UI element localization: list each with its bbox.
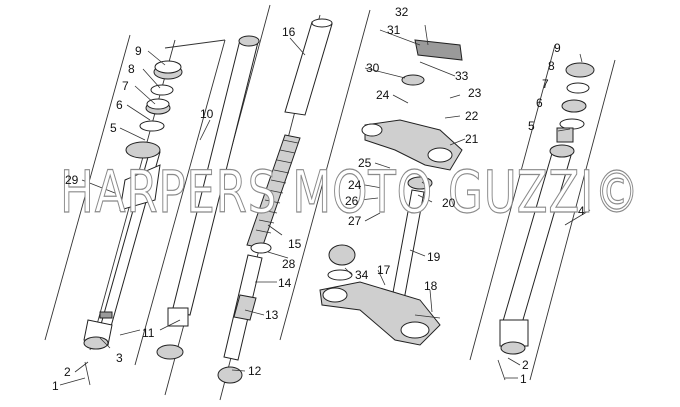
callout-21: 21 xyxy=(465,132,479,146)
callout-17: 17 xyxy=(377,263,391,277)
callout-29: 29 xyxy=(65,173,79,187)
callout-24-top: 24 xyxy=(376,88,390,102)
lower-triple-clamp xyxy=(319,281,441,346)
callout-6-right: 6 xyxy=(536,96,543,110)
callout-9-right: 9 xyxy=(554,41,561,55)
callout-25: 25 xyxy=(358,156,372,170)
callout-7-left: 7 xyxy=(122,79,129,93)
adjuster-cap xyxy=(327,244,356,281)
callout-3: 3 xyxy=(116,351,123,365)
callout-8-right: 8 xyxy=(548,59,555,73)
callout-20: 20 xyxy=(442,196,456,210)
callout-2-right: 2 xyxy=(522,358,529,372)
callout-5-right: 5 xyxy=(528,119,535,133)
callout-4: 4 xyxy=(578,204,585,218)
right-fork-leg xyxy=(499,144,575,355)
upper-triple-clamp xyxy=(361,119,463,171)
callout-32: 32 xyxy=(395,5,409,19)
right-seal-stack xyxy=(556,62,595,143)
callout-1-right: 1 xyxy=(520,372,527,386)
callout-1-left: 1 xyxy=(52,379,59,393)
callout-28: 28 xyxy=(282,257,296,271)
callout-34: 34 xyxy=(355,268,369,282)
leader-lines xyxy=(59,29,591,386)
damper-rod xyxy=(217,242,272,384)
callout-26: 26 xyxy=(345,194,359,208)
callout-33: 33 xyxy=(455,69,469,83)
inner-tube xyxy=(156,35,260,360)
callout-8-left: 8 xyxy=(128,62,135,76)
callout-11: 11 xyxy=(142,326,155,340)
left-fork-leg xyxy=(83,141,161,350)
callout-24-mid: 24 xyxy=(348,178,362,192)
callout-23: 23 xyxy=(468,86,482,100)
callout-5-left: 5 xyxy=(110,121,117,135)
callout-labels: 9 8 7 6 5 29 10 16 15 28 14 13 11 12 3 2… xyxy=(52,5,585,393)
spacer-tube xyxy=(284,18,333,116)
handlebar-clamp xyxy=(401,39,463,86)
callout-14: 14 xyxy=(278,276,292,290)
watermark-text: HARPERS MOTO GUZZI© xyxy=(60,158,640,226)
callout-7-right: 7 xyxy=(542,77,549,91)
callout-15: 15 xyxy=(288,237,302,251)
callout-6-left: 6 xyxy=(116,98,123,112)
callout-16: 16 xyxy=(282,25,296,39)
left-seal-stack xyxy=(139,60,183,132)
callout-2-left: 2 xyxy=(64,365,71,379)
callout-27: 27 xyxy=(348,214,362,228)
callout-9-left: 9 xyxy=(135,44,142,58)
bolts xyxy=(84,24,506,386)
callout-30: 30 xyxy=(366,61,380,75)
callout-22: 22 xyxy=(465,109,479,123)
callout-31: 31 xyxy=(387,23,401,37)
callout-13: 13 xyxy=(265,308,279,322)
callout-10: 10 xyxy=(200,107,214,121)
callout-19: 19 xyxy=(427,250,441,264)
callout-18: 18 xyxy=(424,279,438,293)
callout-12: 12 xyxy=(248,364,262,378)
